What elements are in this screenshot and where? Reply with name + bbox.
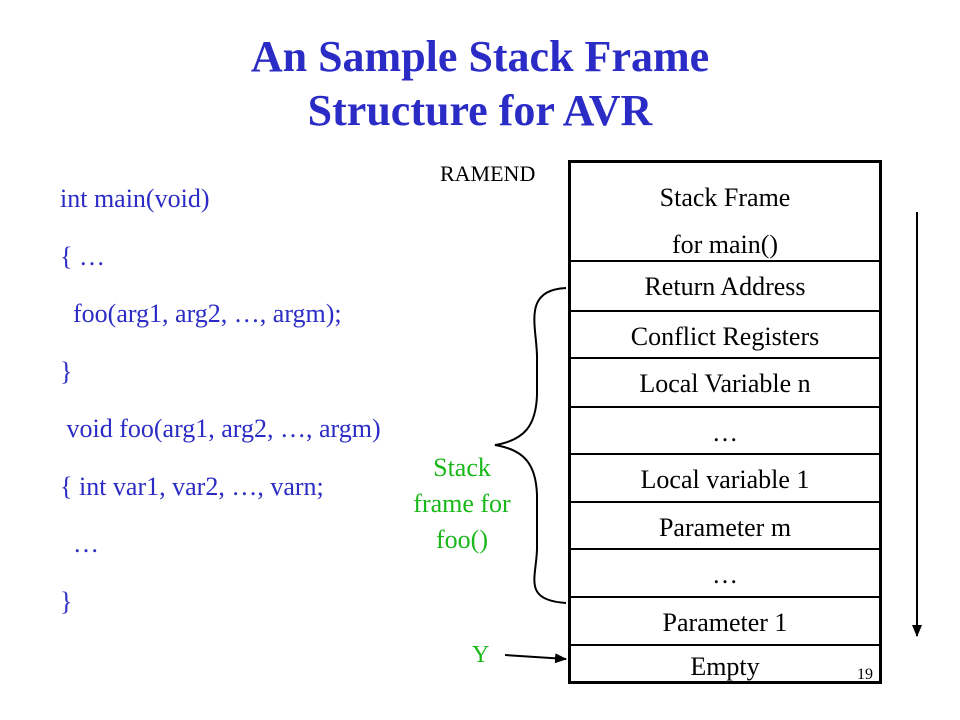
stack-main-frame-line-1: Stack Frame [659,183,791,212]
code-line: … [60,529,99,558]
stack-cell-return-address: Return Address [571,260,879,310]
stack-cell-conflict-registers: Conflict Registers [571,310,879,360]
title-line-2: Structure for AVR [307,86,653,135]
page-number: 19 [857,666,873,683]
code-line: } [60,356,73,386]
code-line: { int var1, var2, …, varn; [60,471,324,501]
code-line: foo(arg1, arg2, …, argm); [60,299,342,328]
y-pointer-arrow [504,653,567,664]
stack-frame-label: Stack frame for foo() [400,450,524,558]
stack-cell-ellipsis: … [571,548,879,598]
code-line: void foo(arg1, arg2, …, argm) [60,414,381,443]
stack-cell-empty: Empty [571,644,879,684]
stack-cell-parameter-1: Parameter 1 [571,596,879,646]
stack-cell-local-variable-n: Local Variable n [571,357,879,407]
frame-label-line-1: Stack [433,453,491,482]
ramend-label: RAMEND [440,161,536,186]
stack-main-frame-line-2: for main() [671,230,779,259]
code-line: int main(void) [60,184,210,213]
stack-cell-ellipsis: … [571,406,879,456]
code-line: } [60,586,73,616]
code-block: int main(void) { … foo(arg1, arg2, …, ar… [60,170,480,630]
stack-cell-parameter-m: Parameter m [571,501,879,551]
curly-brace [494,287,567,604]
stack-diagram: Stack Frame for main() Return Address Co… [568,160,882,684]
title-line-1: An Sample Stack Frame [250,32,710,81]
frame-label-line-2: frame for [413,489,511,518]
slide-title: An Sample Stack Frame Structure for AVR [0,30,960,138]
stack-cell-local-variable-1: Local variable 1 [571,453,879,503]
y-pointer-label: Y [472,642,490,668]
code-line: { … [60,241,105,271]
frame-label-line-3: foo() [436,525,488,554]
